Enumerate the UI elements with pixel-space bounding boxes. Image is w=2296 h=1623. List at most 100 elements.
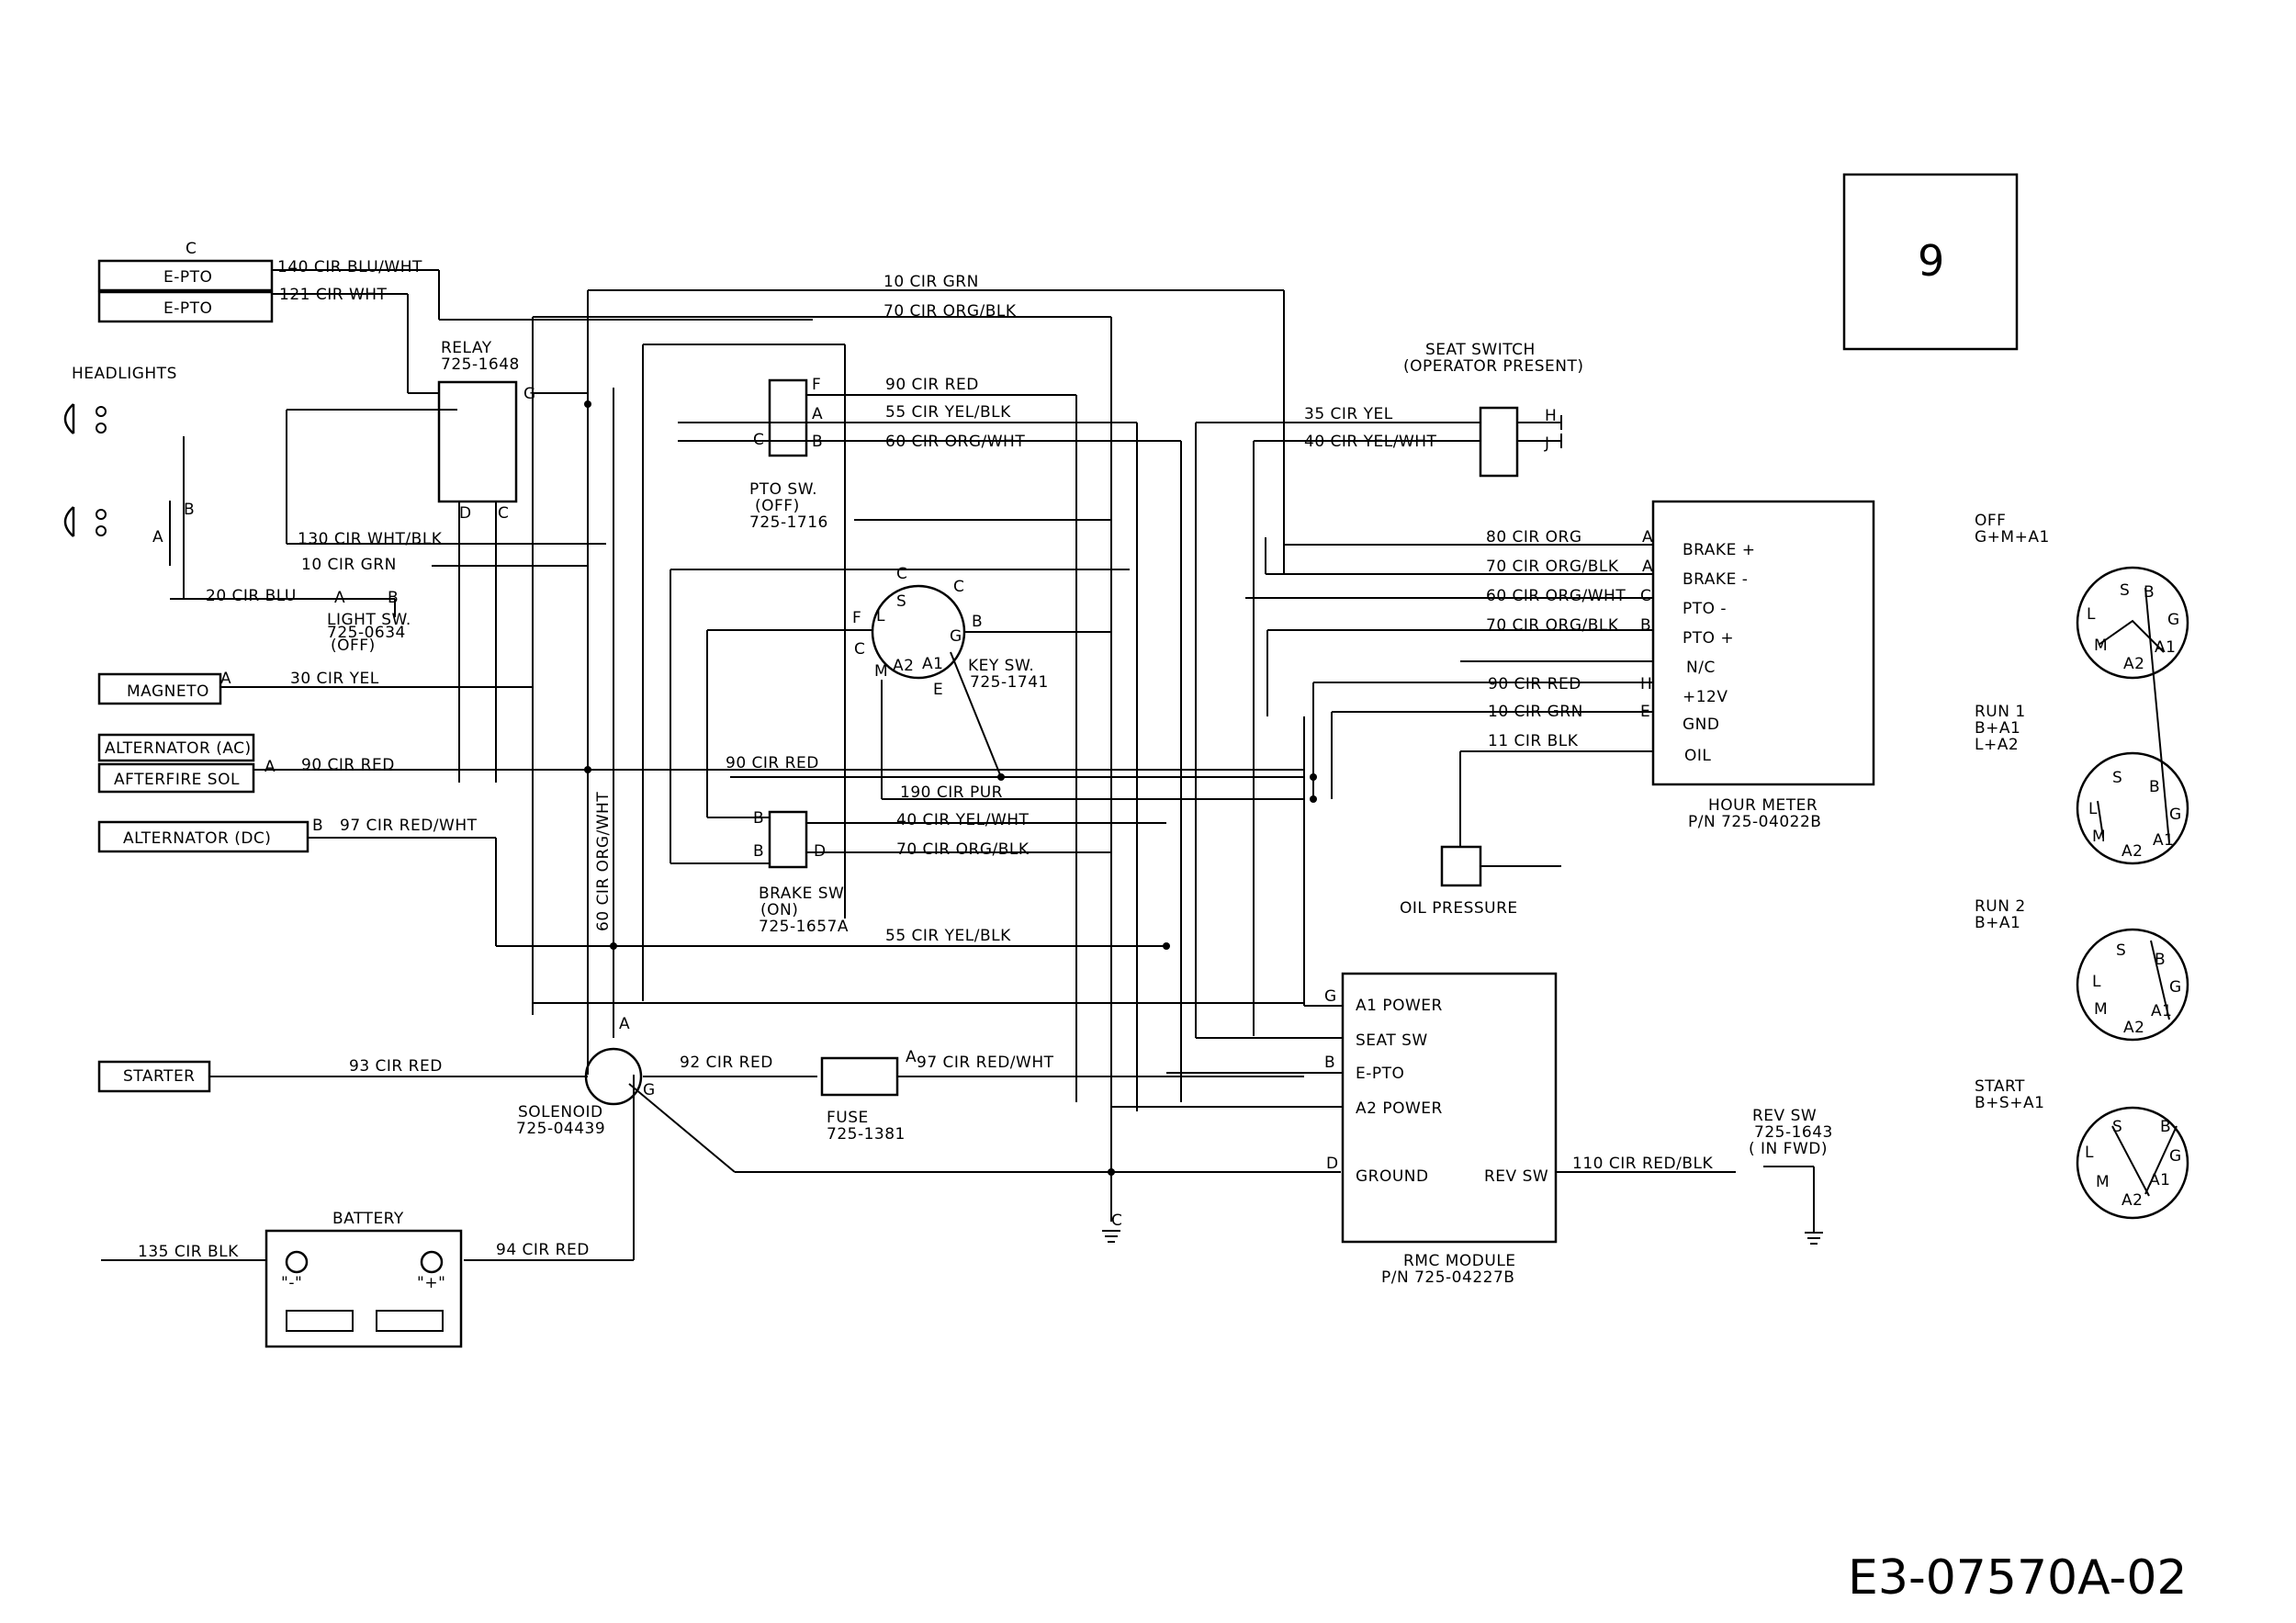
diagram-text: P/N 725-04022B (1688, 813, 1821, 831)
rev-switch-label: REV SW (1752, 1107, 1817, 1125)
diagram-text: 60 CIR ORG/WHT (594, 792, 613, 931)
seat-switch-label: SEAT SWITCH (1425, 341, 1536, 359)
diagram-text: G (950, 627, 962, 646)
diagram-text: 70 CIR ORG/BLK (884, 302, 1017, 321)
diagram-text: M (874, 662, 888, 681)
diagram-text: 130 CIR WHT/BLK (298, 530, 443, 548)
diagram-text: M (2092, 828, 2106, 846)
diagram-text: L (2087, 605, 2096, 624)
diagram-text: G+M+A1 (1975, 528, 2050, 547)
key-pos-start: START (1975, 1077, 2025, 1096)
diagram-text: 725-1657A (759, 918, 849, 936)
diagram-text: B+A1 (1975, 914, 2020, 932)
relay-label: RELAY (441, 339, 492, 357)
diagram-text: 135 CIR BLK (138, 1243, 239, 1261)
diagram-text: 70 CIR ORG/BLK (896, 840, 1030, 859)
diagram-text: 140 CIR BLU/WHT (277, 258, 422, 276)
diagram-text: D (814, 842, 827, 861)
starter-label: STARTER (123, 1067, 196, 1086)
diagram-text: C (1111, 1212, 1122, 1230)
diagram-text: A (906, 1048, 917, 1066)
dial-2-letters: S B L G M A1 A2 (2088, 769, 2181, 861)
diagram-text: B (184, 501, 195, 519)
diagram-text: A1 POWER (1356, 997, 1443, 1015)
dial-4-letters: S B L G M A1 A2 (2085, 1118, 2181, 1210)
key-pos-off: OFF (1975, 512, 2006, 530)
epto-label-2: E-PTO (163, 299, 212, 318)
diagram-text: G (2169, 978, 2182, 997)
diagram-text: A2 (2122, 1191, 2143, 1210)
dial-3-letters: S B L G M A1 A2 (2092, 941, 2182, 1037)
diagram-text: 20 CIR BLU (206, 587, 297, 605)
diagram-text: P/N 725-04227B (1381, 1268, 1514, 1287)
diagram-text: A1 (2153, 831, 2174, 850)
diagram-text: (OPERATOR PRESENT) (1403, 357, 1584, 376)
diagram-text: G (2167, 611, 2180, 629)
afterfire-sol-label: AFTERFIRE SOL (114, 771, 240, 789)
diagram-text: 725-04439 (516, 1120, 605, 1138)
diagram-text: 94 CIR RED (496, 1241, 590, 1259)
diagram-text: H (1640, 675, 1652, 693)
diagram-text: 725-0634 (327, 624, 406, 642)
diagram-text: (OFF) (331, 637, 376, 655)
diagram-text: H (1545, 407, 1557, 425)
epto-label-1: E-PTO (163, 268, 212, 287)
diagram-text: B (2144, 583, 2155, 602)
diagram-text: A (152, 528, 163, 547)
diagram-text: E-PTO (1356, 1065, 1404, 1083)
diagram-text: A (264, 758, 276, 776)
diagram-text: 90 CIR RED (885, 376, 979, 394)
diagram-text: A2 (2122, 842, 2143, 861)
junction-dots (584, 400, 1317, 1176)
diagram-text: B (312, 817, 323, 835)
hour-meter-label: HOUR METER (1708, 796, 1818, 815)
diagram-text: +12V (1683, 688, 1728, 706)
diagram-text: G (523, 385, 536, 403)
diagram-text: F (852, 609, 861, 627)
diagram-text: GND (1683, 716, 1719, 734)
diagram-text: 10 CIR GRN (1488, 703, 1583, 721)
diagram-text: OIL (1684, 747, 1711, 765)
diagram-text: 11 CIR BLK (1488, 732, 1579, 750)
diagram-text: BRAKE + (1683, 541, 1755, 559)
diagram-text: B (753, 842, 764, 861)
diagram-text: 121 CIR WHT (279, 286, 388, 304)
key-pos-run2: RUN 2 (1975, 897, 2026, 916)
diagram-text: N/C (1686, 659, 1716, 677)
diagram-text: 70 CIR ORG/BLK (1486, 616, 1619, 635)
key-position-dials (2076, 566, 2189, 1220)
diagram-text: D (1326, 1155, 1339, 1173)
diagram-text: A (1642, 528, 1653, 547)
diagram-text: BRAKE - (1683, 570, 1748, 589)
solenoid-label: SOLENOID (518, 1103, 603, 1121)
diagram-text: 97 CIR RED/WHT (917, 1054, 1054, 1072)
diagram-text: S (2116, 941, 2126, 960)
diagram-text: B (2149, 778, 2160, 796)
diagram-text: 80 CIR ORG (1486, 528, 1582, 547)
diagram-text: ( IN FWD) (1749, 1140, 1828, 1158)
diagram-text: A1 (922, 655, 943, 673)
diagram-text: C (186, 240, 197, 258)
diagram-text: A (334, 589, 345, 607)
headlight-icons (63, 403, 107, 537)
fuse-label: FUSE (827, 1109, 869, 1127)
diagram-text: 110 CIR RED/BLK (1572, 1155, 1713, 1173)
diagram-labels: 9 E3-07570A-02 C E-PTO E-PTO HEADLIGHTS … (72, 236, 2187, 1606)
diagram-text: 725-1741 (970, 673, 1049, 692)
battery-label: BATTERY (332, 1210, 404, 1228)
diagram-text: C (1640, 587, 1651, 605)
diagram-text: G (1324, 987, 1337, 1006)
diagram-text: S (2112, 769, 2122, 787)
diagram-text: C (854, 640, 865, 659)
alternator-ac-label: ALTERNATOR (AC) (105, 739, 252, 758)
wiring-lines (101, 269, 1875, 1348)
oil-pressure-label: OIL PRESSURE (1400, 899, 1518, 918)
pto-switch-label: PTO SW. (749, 480, 817, 499)
rmc-module-label: RMC MODULE (1403, 1252, 1516, 1270)
diagram-text: 725-1648 (441, 355, 520, 374)
key-switch-label: KEY SW. (968, 657, 1034, 675)
diagram-text: C (896, 565, 907, 583)
light-switch-label: LIGHT SW. (327, 611, 411, 629)
brake-switch-label: BRAKE SW. (759, 885, 848, 903)
